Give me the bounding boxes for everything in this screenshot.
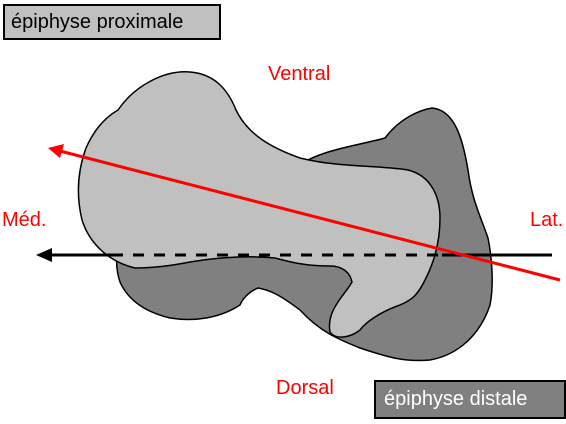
distal-epiphysis-label: épiphyse distale: [384, 388, 527, 410]
lateral-label: Lat.: [530, 210, 563, 230]
medial-label: Méd.: [2, 210, 46, 230]
black-arrowhead: [36, 248, 52, 262]
proximal-epiphysis-label-box: épiphyse proximale: [3, 4, 221, 40]
red-arrowhead: [48, 144, 64, 158]
dorsal-label: Dorsal: [276, 378, 334, 398]
proximal-epiphysis-label: épiphyse proximale: [11, 11, 183, 33]
ventral-label: Ventral: [268, 64, 330, 84]
distal-epiphysis-label-box: épiphyse distale: [374, 380, 566, 419]
